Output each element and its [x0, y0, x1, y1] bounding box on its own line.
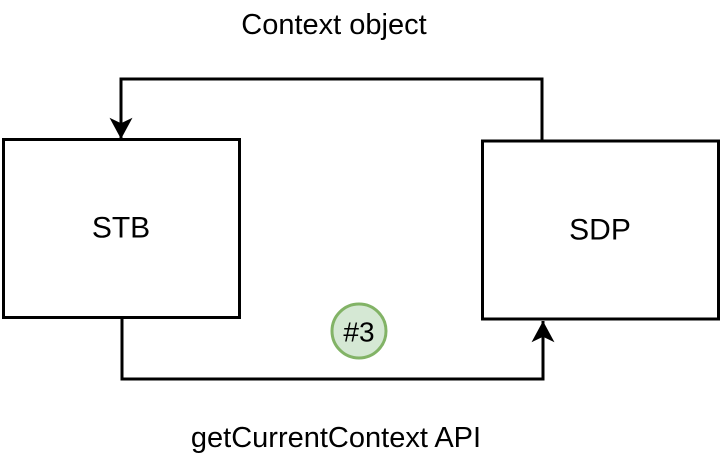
step-badge-circle [330, 302, 388, 360]
stb-node-label: STB [92, 212, 150, 245]
get-current-context-arrow [120, 318, 555, 381]
bottom-edge-label: getCurrentContext API [191, 422, 481, 454]
context-object-arrow [109, 77, 544, 140]
step-badge-label: #3 [343, 317, 374, 348]
sdp-node-box [481, 139, 720, 321]
stb-node-box [2, 138, 241, 319]
sdp-node-label: SDP [569, 214, 631, 247]
top-edge-label: Context object [241, 9, 426, 41]
